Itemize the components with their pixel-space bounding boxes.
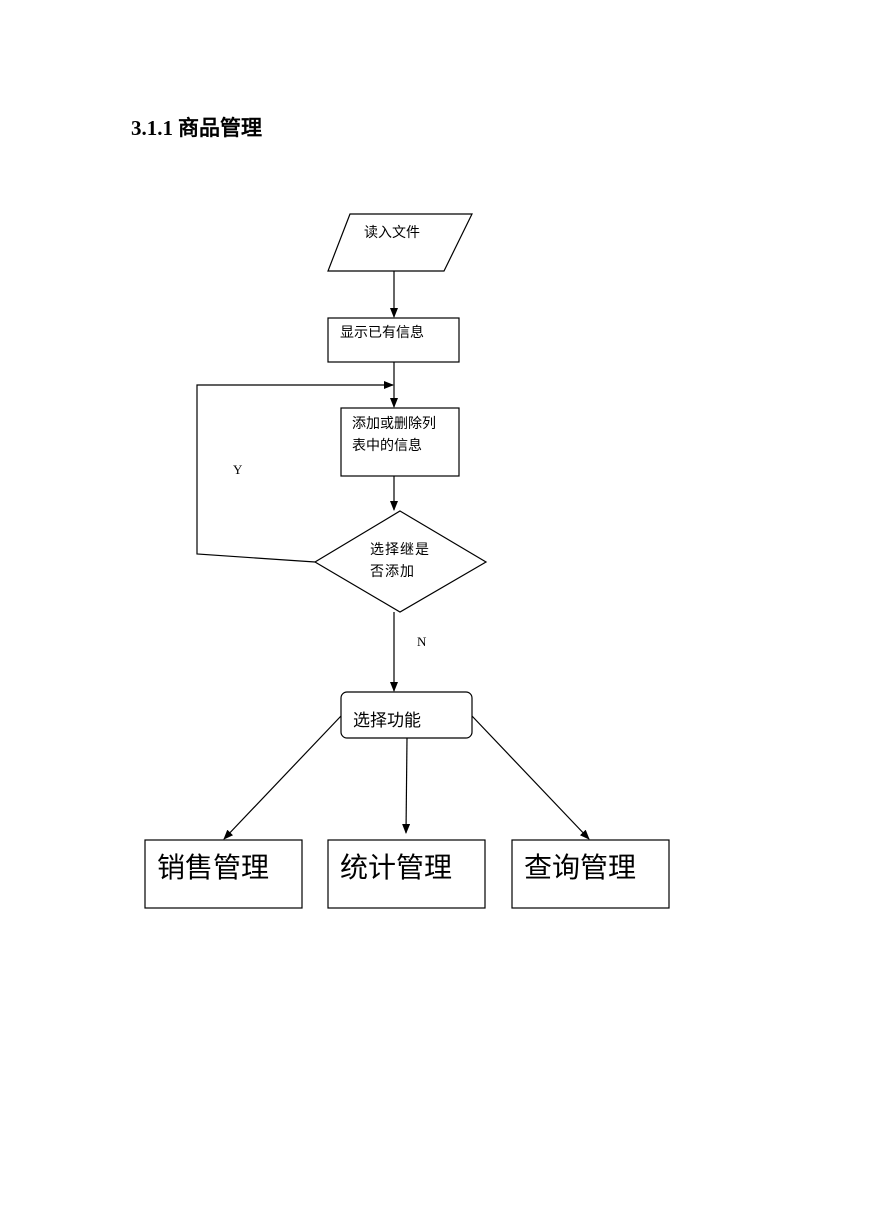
decision-line1: 选择继是 bbox=[370, 542, 430, 558]
no-label: N bbox=[417, 634, 427, 649]
arrow-select-to-sales bbox=[223, 715, 342, 840]
yes-label: Y bbox=[233, 462, 243, 477]
continue-decision-diamond bbox=[313, 510, 488, 613]
show-info-box bbox=[327, 317, 460, 363]
stats-box bbox=[327, 839, 486, 909]
loop-back-yes-connector bbox=[196, 381, 394, 563]
decision-line2: 否添加 bbox=[370, 564, 415, 580]
sales-label: 销售管理 bbox=[157, 851, 270, 884]
decision-label: 选择继是 否添加 bbox=[370, 539, 430, 583]
read-file-parallelogram bbox=[327, 213, 473, 272]
arrow-select-to-query bbox=[471, 715, 590, 840]
sales-box bbox=[144, 839, 303, 909]
edit-list-line2: 表中的信息 bbox=[352, 438, 422, 454]
stats-label: 统计管理 bbox=[340, 851, 453, 884]
select-function-label: 选择功能 bbox=[353, 711, 421, 731]
edit-list-label: 添加或删除列 表中的信息 bbox=[352, 413, 436, 457]
query-label: 查询管理 bbox=[524, 851, 637, 884]
section-number: 3.1.1 bbox=[131, 116, 173, 140]
edit-list-box bbox=[340, 407, 460, 477]
show-info-label: 显示已有信息 bbox=[340, 325, 424, 341]
arrow-select-to-stats bbox=[402, 737, 411, 834]
query-box bbox=[511, 839, 670, 909]
read-file-label: 读入文件 bbox=[364, 225, 420, 241]
edit-list-line1: 添加或删除列 bbox=[352, 416, 436, 432]
section-title: 商品管理 bbox=[178, 116, 262, 140]
